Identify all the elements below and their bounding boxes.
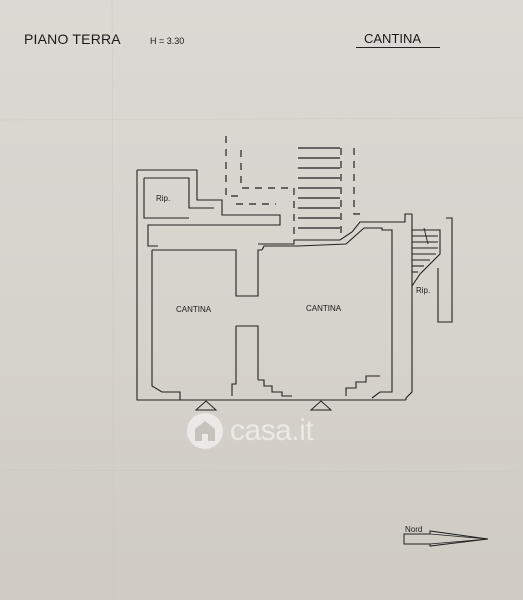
dashed-outline — [225, 136, 362, 236]
height-note: H = 3.30 — [150, 36, 185, 46]
right-cantina-walls — [258, 213, 412, 245]
room-label-rip-top: Rip. — [156, 194, 171, 203]
entry-arrow-left — [194, 400, 218, 411]
rip-top-walls — [143, 178, 189, 219]
section-title: CANTINA — [364, 31, 422, 46]
left-cantina-left-wall — [151, 250, 181, 400]
right-cantina-inner — [261, 227, 393, 399]
room-label-cantina-left: CANTINA — [176, 305, 212, 314]
right-stair-outer — [437, 217, 453, 323]
north-label: Nord — [405, 525, 423, 534]
outer-wall-left-inner — [144, 177, 214, 209]
right-outer-wall — [405, 214, 413, 400]
right-stair — [411, 229, 441, 287]
outer-wall-left — [136, 170, 180, 401]
house-logo-icon — [187, 413, 223, 449]
central-stairs — [298, 147, 340, 229]
room-label-cantina-right: CANTINA — [306, 304, 342, 313]
left-cantina-walls — [152, 249, 262, 297]
bottom-steps-center — [258, 379, 292, 397]
entry-arrow-right — [309, 400, 333, 411]
north-arrow-icon — [403, 530, 489, 547]
floor-title: PIANO TERRA — [24, 31, 121, 47]
bottom-steps-right — [345, 375, 380, 396]
outer-wall — [137, 169, 281, 247]
center-pier — [231, 325, 259, 396]
room-label-rip-right: Rip. — [416, 286, 431, 295]
section-title-underline — [356, 47, 440, 48]
casa-it-watermark: casa.it — [186, 412, 314, 450]
watermark-text: casa.it — [230, 414, 314, 447]
